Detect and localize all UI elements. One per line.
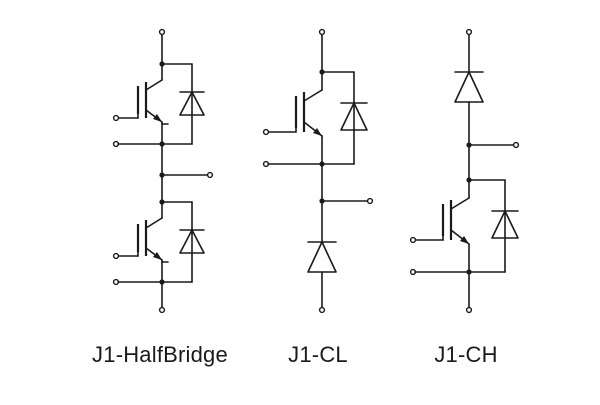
gate-terminal — [112, 252, 120, 260]
terminal — [318, 306, 326, 314]
terminal — [366, 197, 374, 205]
freewheel-diode — [179, 91, 205, 116]
terminal — [318, 28, 326, 36]
junction-dot — [159, 61, 165, 67]
freewheel-diode — [491, 210, 519, 239]
freewheel-diode — [179, 229, 205, 254]
gate-terminal — [262, 128, 270, 136]
caption-half-bridge: J1-HalfBridge — [92, 342, 228, 367]
terminal — [465, 306, 473, 314]
terminal — [465, 28, 473, 36]
chopper-high-schematic — [409, 28, 520, 314]
caption-chopper-low: J1-CL — [288, 342, 348, 367]
freewheel-diode — [340, 102, 368, 131]
caption-chopper-high: J1-CH — [434, 342, 498, 367]
igbt-symbol — [112, 79, 169, 145]
igbt-symbol — [409, 197, 470, 273]
terminal — [158, 306, 166, 314]
gate-terminal — [112, 114, 120, 122]
clamp-diode — [307, 241, 337, 273]
igbt-symbol — [112, 217, 169, 283]
gate-terminal — [409, 236, 417, 244]
terminal — [206, 171, 214, 179]
terminal — [158, 28, 166, 36]
chopper-low-schematic — [262, 28, 374, 314]
half-bridge-schematic — [112, 28, 214, 314]
clamp-diode — [454, 71, 484, 103]
igbt-symbol — [262, 89, 323, 165]
terminal — [512, 141, 520, 149]
